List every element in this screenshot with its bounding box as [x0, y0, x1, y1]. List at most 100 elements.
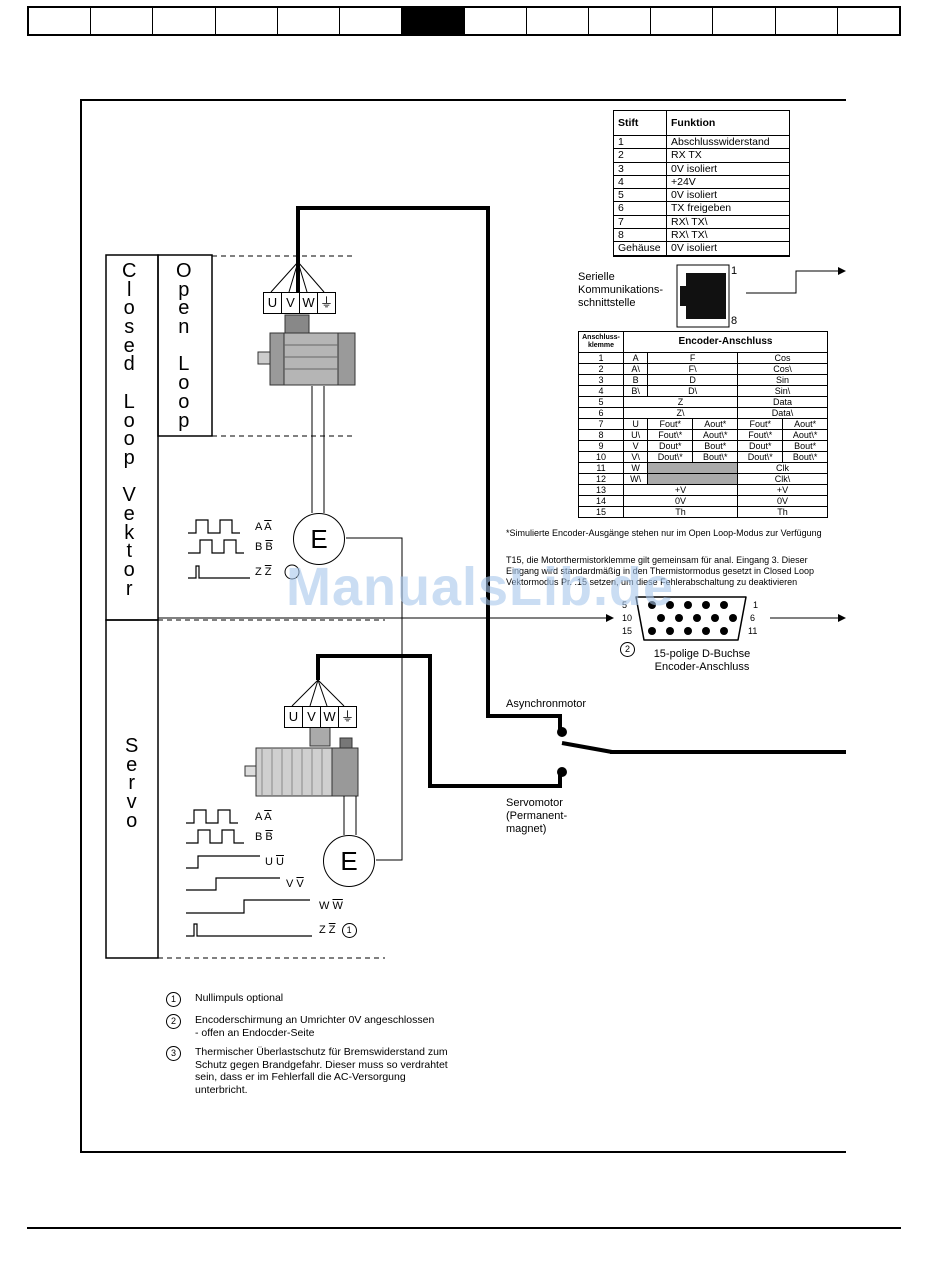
terminal-w: W — [321, 707, 339, 727]
async-motor-icon — [257, 314, 356, 386]
encoder-cell: Dout* — [647, 440, 694, 452]
encoder-cell: Sin\ — [737, 385, 828, 397]
terminal-earth: ⏚ — [340, 709, 354, 724]
encoder-cell: Fout* — [737, 418, 784, 430]
bottom-rule — [27, 1227, 901, 1229]
encoder-header-klemme: Anschluss-klemme — [578, 331, 624, 353]
encoder-cell: Dout\* — [737, 451, 784, 463]
encoder-cell: Th — [622, 506, 739, 518]
encoder-cell: 11 — [578, 462, 624, 474]
dsub-pin-label: 1 — [753, 600, 759, 610]
encoder-cell: Bout* — [782, 440, 828, 452]
header-tab — [153, 8, 216, 34]
pin-function: RX\ TX\ — [666, 228, 789, 243]
encoder-cell: +V — [622, 484, 739, 496]
legend-item: 1 Nullimpuls optional — [166, 992, 466, 1007]
pin-number: 2 — [614, 148, 667, 163]
encoder-cell: 3 — [578, 374, 624, 386]
encoder-cell: 1 — [578, 352, 624, 364]
servo-motor-icon — [244, 723, 359, 797]
encoder-cell: 6 — [578, 407, 624, 419]
encoder-cell: V — [622, 440, 649, 452]
encoder-cell: Data\ — [737, 407, 828, 419]
dsub-connector-icon — [635, 596, 747, 641]
encoder-feedback-wire — [346, 537, 403, 861]
encoder-cell: Fout\* — [737, 429, 784, 441]
header-tab — [589, 8, 652, 34]
encoder-cell: 4 — [578, 385, 624, 397]
encoder-cell: D\ — [647, 385, 739, 397]
serial-interface-label: Serielle Kommunikations-schnittstelle — [578, 271, 663, 309]
encoder-cell: +V — [737, 484, 828, 496]
marker-2-icon: 2 — [620, 642, 635, 657]
pin-function: 0V isoliert — [666, 162, 789, 176]
signal-label: U U — [265, 856, 284, 868]
terminal-earth: ⏚ — [319, 295, 333, 310]
legend-number-icon: 2 — [166, 1014, 181, 1029]
encoder-cell: D — [647, 374, 739, 386]
encoder-cell: Bout\* — [782, 451, 828, 463]
encoder-cell: Th — [737, 506, 828, 518]
encoder-cell: Z\ — [622, 407, 739, 419]
header-tab — [29, 8, 92, 34]
encoder-cell — [647, 462, 739, 474]
header-tab — [91, 8, 154, 34]
terminal-v: V — [282, 293, 300, 313]
encoder-cell: 8 — [578, 429, 624, 441]
encoder-cell: 7 — [578, 418, 624, 430]
encoder-cell: A\ — [622, 363, 649, 375]
switch-contact-servo — [557, 767, 567, 777]
dsub-pin-label: 10 — [622, 613, 633, 623]
encoder-cell: 2 — [578, 363, 624, 375]
encoder-cell: Aout* — [692, 418, 739, 430]
pin-function: RX TX — [666, 148, 789, 163]
servo-power-cable — [316, 654, 562, 788]
encoder-cell: 5 — [578, 396, 624, 408]
pin-number: 5 — [614, 188, 667, 203]
header-tab — [278, 8, 341, 34]
signal-label: V V — [286, 878, 304, 890]
encoder-cell: 13 — [578, 484, 624, 496]
encoder-cell: Fout\* — [647, 429, 694, 441]
encoder-cell: Cos\ — [737, 363, 828, 375]
encoder-cell: Aout\* — [692, 429, 739, 441]
dsub-pin-label: 5 — [622, 600, 628, 610]
terminal-block-async: U V W ⏚ — [263, 292, 336, 314]
header-tab — [216, 8, 278, 34]
dsub-pin-label: 15 — [622, 626, 633, 636]
pin-header-stift: Stift — [614, 111, 667, 136]
header-tab-active — [402, 8, 465, 34]
async-power-cable — [296, 206, 562, 732]
encoder-cell: 0V — [737, 495, 828, 507]
encoder-cell: F\ — [647, 363, 739, 375]
switch-blade — [561, 741, 613, 754]
terminal-u: U — [285, 707, 303, 727]
encoder-async: E — [293, 513, 345, 565]
terminal-w: W — [300, 293, 318, 313]
header-tab — [527, 8, 589, 34]
encoder-cell: W\ — [622, 473, 649, 485]
pin-number: 8 — [614, 228, 667, 243]
pin-number: 3 — [614, 162, 667, 176]
signal-label: Z Z — [255, 566, 272, 578]
rj45-pin8-label: 8 — [731, 315, 738, 327]
terminal-u: U — [264, 293, 282, 313]
